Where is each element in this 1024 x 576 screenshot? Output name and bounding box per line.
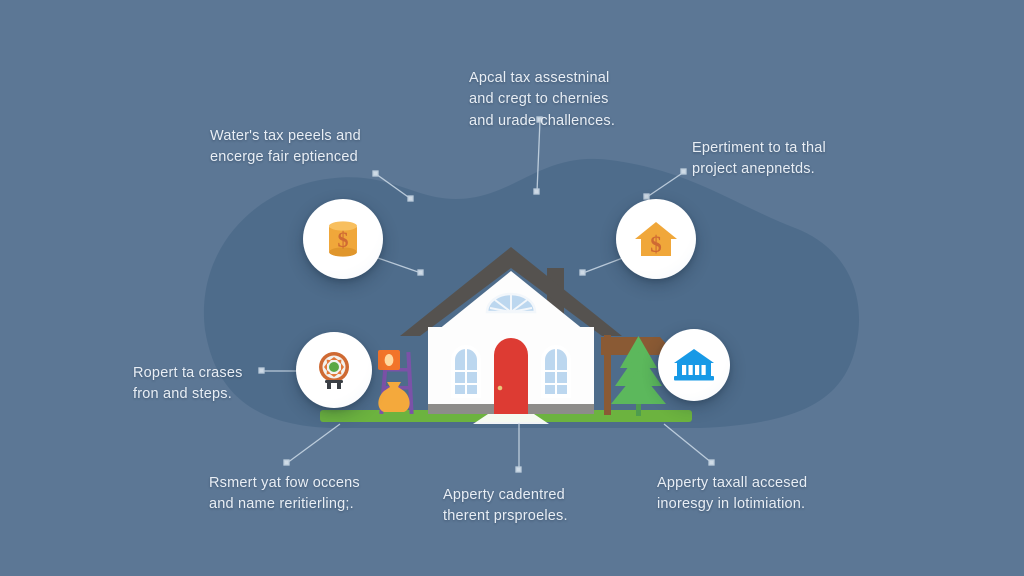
callout-water-tax-peeels: Water's tax peeels and encerge fair epti… (210, 128, 361, 166)
badge-money-stack[interactable]: $ (303, 199, 383, 279)
walkway (473, 414, 549, 424)
money-bag (378, 382, 410, 412)
right-window (541, 345, 571, 398)
house-roof (400, 247, 622, 336)
badge-government-building[interactable] (658, 329, 730, 401)
left-window (451, 345, 481, 398)
assessment-wheel-icon (319, 352, 349, 389)
house-value-dollar-icon: $ (635, 222, 677, 257)
badge-assessment-wheel[interactable] (296, 332, 372, 408)
money-stack-dollar-icon: $ (329, 221, 357, 257)
front-door (494, 338, 528, 414)
callout-apcal-tax-assessment: Apcal tax assestninal and cregt to chern… (469, 70, 616, 129)
arched-attic-window (485, 292, 537, 314)
paint-can (378, 350, 400, 370)
government-building-icon (674, 349, 714, 381)
svg-text:$: $ (650, 232, 662, 257)
callout-rsmert-occens: Rsmert yat fow occens and name reritierl… (209, 475, 360, 513)
callout-apperty-taxall: Apperty taxall accesed inoresgy in lotim… (657, 475, 808, 513)
callout-ropert-crases: Ropert ta crases fron and steps. (133, 365, 243, 403)
pine-tree (611, 336, 666, 416)
callout-epertiment-project: Epertiment to ta thal project anepnetds. (692, 140, 826, 178)
svg-text:$: $ (338, 227, 349, 252)
callout-apperty-cadentred: Apperty cadentred therent prsproeles. (443, 487, 568, 525)
badge-house-value[interactable]: $ (616, 199, 696, 279)
